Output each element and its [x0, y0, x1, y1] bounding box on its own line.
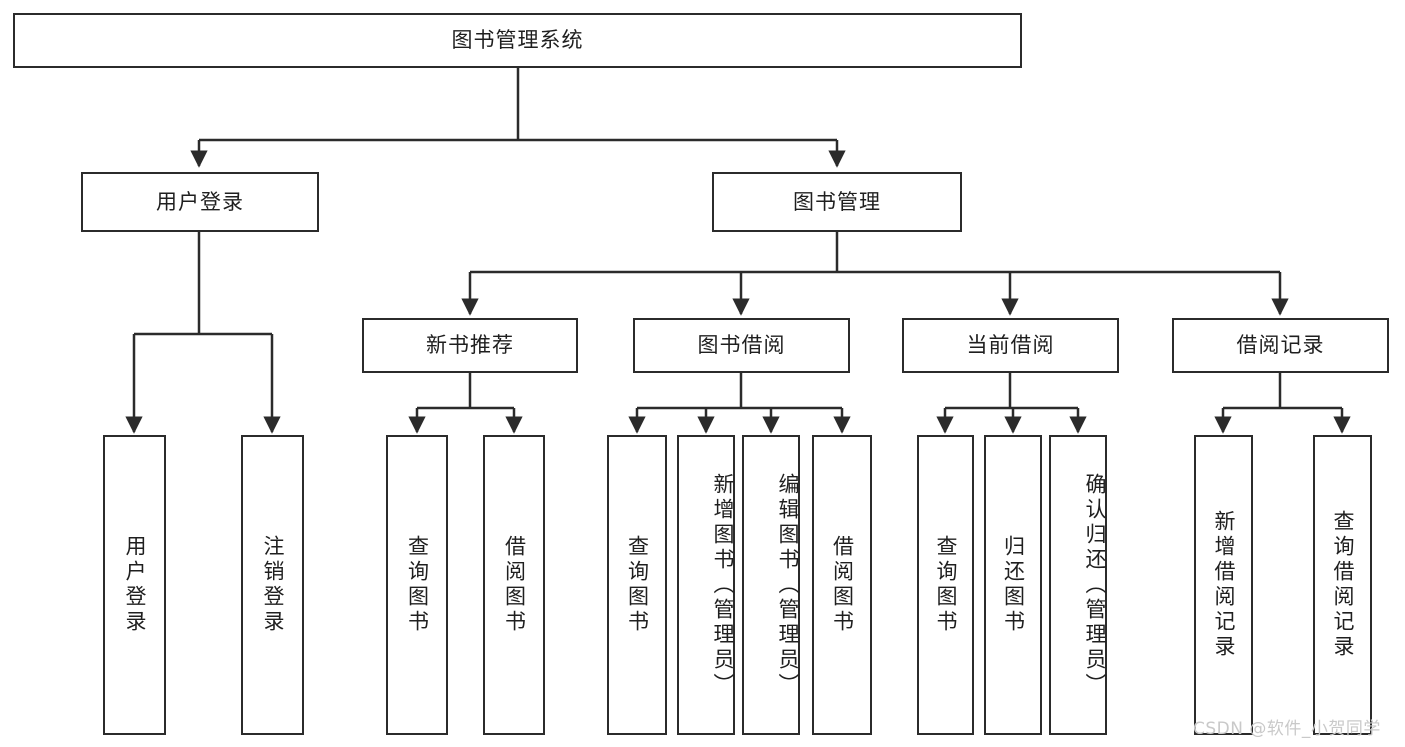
leaf-current-query-book[interactable]: 查询图书 — [917, 435, 974, 735]
node-label: 用户登录 — [156, 189, 244, 214]
node-new-book-recommend[interactable]: 新书推荐 — [362, 318, 578, 373]
node-label: 查询图书 — [934, 535, 958, 635]
node-user-login[interactable]: 用户登录 — [81, 172, 319, 232]
leaf-recommend-query-book[interactable]: 查询图书 — [386, 435, 448, 735]
node-label: 查询图书 — [625, 535, 650, 635]
node-label: 当前借阅 — [966, 333, 1055, 357]
node-borrow-record[interactable]: 借阅记录 — [1172, 318, 1389, 373]
node-label: 查询借阅记录 — [1331, 510, 1355, 660]
leaf-user-login-logout[interactable]: 注销登录 — [241, 435, 304, 735]
node-label: 图书管理 — [793, 189, 881, 214]
leaf-current-confirm-return-admin[interactable]: 确认归还（管理员） — [1049, 435, 1107, 735]
leaf-recommend-borrow-book[interactable]: 借阅图书 — [483, 435, 545, 735]
node-label: 借阅图书 — [502, 535, 527, 635]
node-label: 图书管理系统 — [451, 28, 584, 52]
node-label: 新增借阅记录 — [1212, 510, 1236, 660]
node-label: 归还图书 — [1001, 535, 1026, 635]
csdn-watermark: CSDN @软件_小贺同学 — [1193, 719, 1381, 739]
node-label: 新书推荐 — [426, 333, 514, 357]
node-label: 用户登录 — [123, 535, 147, 635]
node-label: 借阅记录 — [1236, 333, 1325, 357]
node-label: 借阅图书 — [830, 535, 855, 635]
leaf-user-login-login[interactable]: 用户登录 — [103, 435, 166, 735]
node-label: 图书借阅 — [697, 333, 786, 357]
leaf-borrow-edit-book-admin[interactable]: 编辑图书（管理员） — [742, 435, 800, 735]
leaf-record-add-record[interactable]: 新增借阅记录 — [1194, 435, 1253, 735]
node-label: 新增图书（管理员） — [711, 472, 735, 698]
node-label: 确认归还（管理员） — [1083, 472, 1107, 698]
leaf-borrow-borrow-book[interactable]: 借阅图书 — [812, 435, 872, 735]
node-book-management[interactable]: 图书管理 — [712, 172, 962, 232]
node-label: 注销登录 — [261, 535, 285, 635]
node-current-borrow[interactable]: 当前借阅 — [902, 318, 1119, 373]
node-label: 查询图书 — [405, 535, 430, 635]
leaf-borrow-query-book[interactable]: 查询图书 — [607, 435, 667, 735]
node-book-borrow[interactable]: 图书借阅 — [633, 318, 850, 373]
leaf-record-query-record[interactable]: 查询借阅记录 — [1313, 435, 1372, 735]
node-root-system[interactable]: 图书管理系统 — [13, 13, 1022, 68]
leaf-current-return-book[interactable]: 归还图书 — [984, 435, 1042, 735]
node-label: 编辑图书（管理员） — [776, 472, 800, 698]
leaf-borrow-add-book-admin[interactable]: 新增图书（管理员） — [677, 435, 735, 735]
